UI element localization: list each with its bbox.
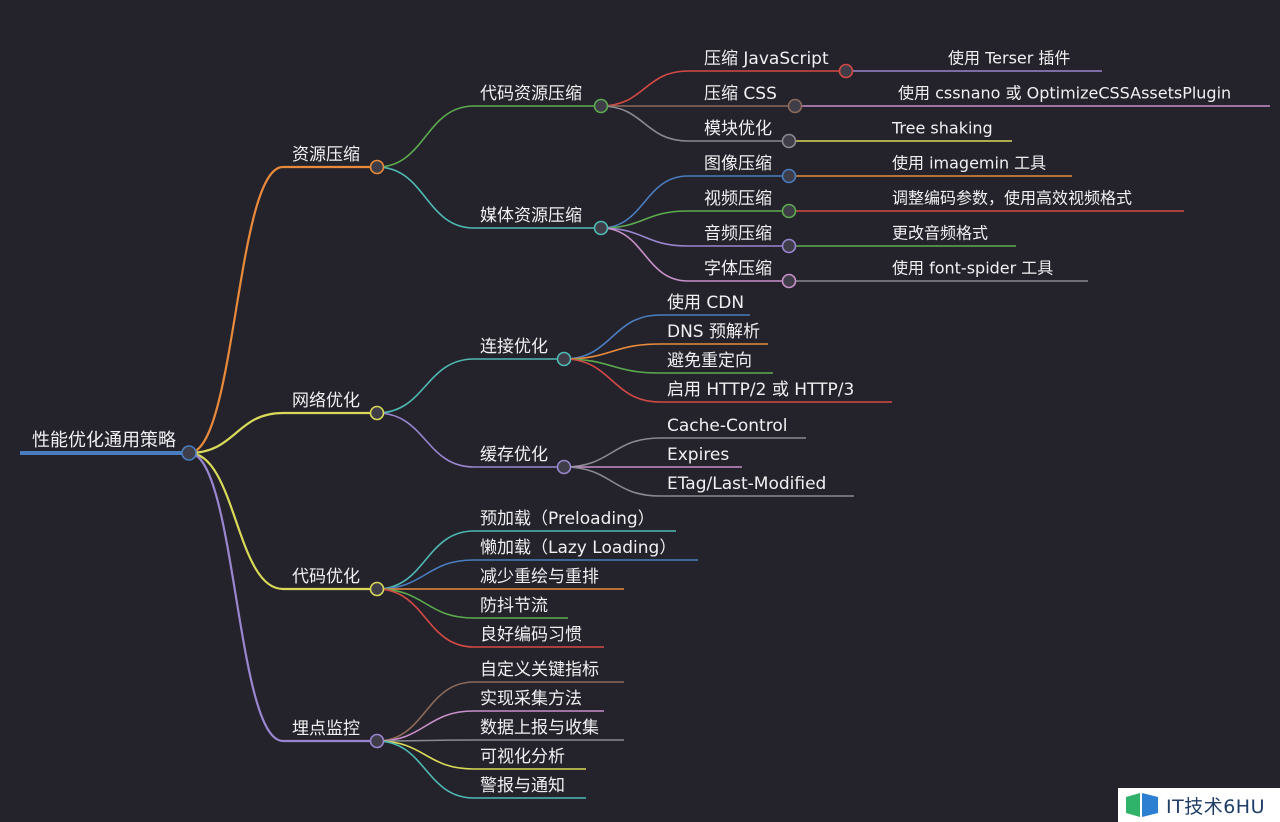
edge-r-2-1 <box>376 559 475 590</box>
collapse-toggle-r-0-1-2[interactable] <box>781 238 797 254</box>
edge-r-0-0-2 <box>600 105 689 142</box>
node-label-r-3-2: 数据上报与收集 <box>480 718 599 738</box>
node-label-r-1-1-1: Expires <box>667 445 729 465</box>
node-label-r-0-1-2: 音频压缩 <box>704 224 772 244</box>
node-label-r-3-1: 实现采集方法 <box>480 689 582 709</box>
node-label-r-1-0-0: 使用 CDN <box>667 292 744 313</box>
collapse-toggle-r-3[interactable] <box>369 733 385 749</box>
edge-r-0-1 <box>376 166 475 229</box>
collapse-toggle-r-0[interactable] <box>369 159 385 175</box>
collapse-toggle-r-1-0[interactable] <box>556 351 572 367</box>
collapse-toggle-r-0-0[interactable] <box>593 98 609 114</box>
node-label-r-1-1-2: ETag/Last-Modified <box>667 474 826 494</box>
collapse-toggle-r-1[interactable] <box>369 405 385 421</box>
nodes: 性能优化通用策略 资源压缩 代码资源压缩 压缩 JavaScript 使用 Terser… <box>32 49 1231 797</box>
edge-r-1-1-0 <box>563 437 661 468</box>
node-label-r-0-0-2: 模块优化 <box>704 119 772 139</box>
node-label-r-0-0-1-0: 使用 cssnano 或 OptimizeCSSAssetsPlugin <box>898 84 1231 103</box>
edge-r-0 <box>188 165 284 455</box>
node-label-r-1-1-0: Cache-Control <box>667 416 787 436</box>
edge-r-3-0 <box>376 681 475 742</box>
node-label-r-3: 埋点监控 <box>292 719 360 739</box>
node-label-r-0: 资源压缩 <box>292 145 360 165</box>
collapse-toggle-r-0-1-0[interactable] <box>781 168 797 184</box>
edge-r-3-4 <box>376 740 475 799</box>
node-label-r-2: 代码优化 <box>292 567 360 587</box>
collapse-toggle-r-0-0-1[interactable] <box>787 98 803 114</box>
edge-r-0-0 <box>376 105 475 168</box>
edge-r-2-0 <box>376 530 475 590</box>
node-label-r-2-0: 预加载（Preloading） <box>480 509 655 529</box>
collapse-toggle-r-1-1[interactable] <box>556 459 572 475</box>
root-node-label: 性能优化通用策略 <box>32 430 176 451</box>
edge-r-3 <box>188 451 284 743</box>
edge-r-1 <box>188 411 284 455</box>
node-label-r-0-1-1-0: 调整编码参数，使用高效视频格式 <box>892 189 1132 208</box>
edge-r-1-1-2 <box>563 466 661 497</box>
node-label-r-0-0-1: 压缩 CSS <box>704 84 777 104</box>
node-label-r-0-1: 媒体资源压缩 <box>480 206 582 226</box>
node-label-r-2-1: 懒加载（Lazy Loading） <box>480 538 676 558</box>
edge-r-1-0-0 <box>563 314 661 360</box>
watermark-logo-icon <box>1126 793 1158 817</box>
edges <box>20 70 1270 799</box>
edge-r-0-1-2 <box>600 227 689 247</box>
node-label-r-0-1-1: 视频压缩 <box>704 189 772 209</box>
node-label-r-0-1-2-0: 更改音频格式 <box>892 224 988 243</box>
edge-r-0-1-3 <box>600 227 689 282</box>
node-label-r-1: 网络优化 <box>292 391 360 411</box>
node-label-r-1-1: 缓存优化 <box>480 445 548 465</box>
collapse-toggle-r[interactable] <box>181 445 197 461</box>
collapse-toggle-r-0-1-1[interactable] <box>781 203 797 219</box>
edge-r-1-0-1 <box>563 343 661 360</box>
collapse-toggle-r-0-0-2[interactable] <box>781 133 797 149</box>
edge-r-0-1-0 <box>600 175 689 229</box>
node-label-r-1-0-2: 避免重定向 <box>667 351 752 371</box>
edge-r-2-4 <box>376 588 475 648</box>
edge-r-0-1-1 <box>600 210 689 229</box>
edge-r-3-3 <box>376 740 475 770</box>
edge-r-1-1 <box>376 412 475 468</box>
edge-r-0-0-0 <box>600 70 689 107</box>
node-label-r-2-4: 良好编码习惯 <box>480 625 582 645</box>
edge-r-2-3 <box>376 588 475 619</box>
edge-r-3-2 <box>376 739 475 742</box>
collapse-toggle-r-0-1[interactable] <box>593 220 609 236</box>
watermark: IT技术6HU <box>1118 788 1280 822</box>
edge-r-1-0 <box>376 358 475 414</box>
node-label-r-0-0: 代码资源压缩 <box>480 84 582 104</box>
edge-r-2 <box>188 451 284 591</box>
node-label-r-3-0: 自定义关键指标 <box>480 660 599 680</box>
collapse-toggle-r-2[interactable] <box>369 581 385 597</box>
node-label-r-0-0-0-0: 使用 Terser 插件 <box>948 49 1070 68</box>
node-label-r-0-0-2-0: Tree shaking <box>891 119 993 138</box>
node-label-r-1-0: 连接优化 <box>480 337 548 357</box>
node-label-r-1-0-3: 启用 HTTP/2 或 HTTP/3 <box>667 380 854 400</box>
node-label-r-1-0-1: DNS 预解析 <box>667 322 760 342</box>
node-label-r-0-1-3: 字体压缩 <box>704 259 772 279</box>
node-label-r-3-3: 可视化分析 <box>480 747 565 767</box>
node-label-r-3-4: 警报与通知 <box>480 776 565 796</box>
edge-r-1-0-2 <box>563 358 661 374</box>
collapse-toggle-r-0-1-3[interactable] <box>781 273 797 289</box>
edge-r-1-0-3 <box>563 358 661 403</box>
edge-r-3-1 <box>376 710 475 742</box>
node-label-r-2-3: 防抖节流 <box>480 596 548 616</box>
watermark-text: IT技术6HU <box>1166 795 1265 818</box>
node-label-r-0-0-0: 压缩 JavaScript <box>704 49 829 69</box>
node-label-r-2-2: 减少重绘与重排 <box>480 567 599 587</box>
node-label-r-0-1-0-0: 使用 imagemin 工具 <box>892 154 1046 173</box>
node-label-r-0-1-3-0: 使用 font-spider 工具 <box>892 259 1053 278</box>
node-label-r-0-1-0: 图像压缩 <box>704 154 772 174</box>
collapse-toggle-r-0-0-0[interactable] <box>838 63 854 79</box>
